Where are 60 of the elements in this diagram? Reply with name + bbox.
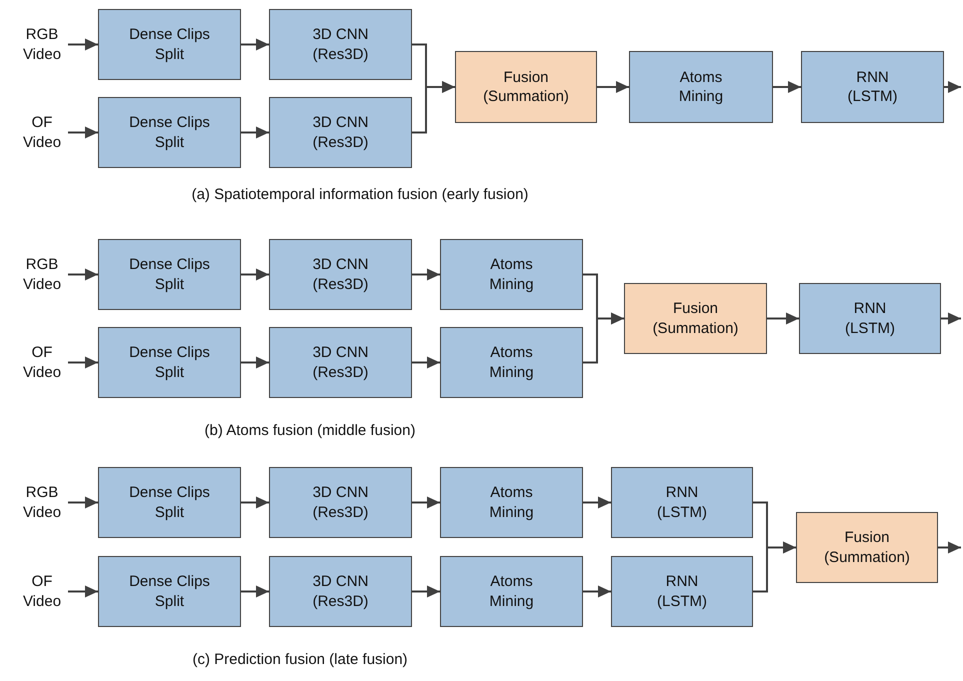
arrow — [241, 38, 269, 50]
arrow — [68, 496, 98, 508]
process-box: 3D CNN (Res3D) — [269, 97, 412, 168]
process-box: 3D CNN (Res3D) — [269, 556, 412, 627]
process-box: RNN (LSTM) — [801, 51, 944, 123]
arrow — [68, 586, 98, 598]
input-label: RGB Video — [16, 467, 68, 538]
arrow — [241, 586, 269, 598]
arrow — [241, 126, 269, 138]
arrow — [68, 126, 98, 138]
process-box: Atoms Mining — [440, 556, 583, 627]
caption: (b) Atoms fusion (middle fusion) — [204, 422, 416, 439]
process-box: Dense Clips Split — [98, 327, 241, 398]
arrow — [938, 542, 961, 554]
process-box: Dense Clips Split — [98, 9, 241, 80]
input-label: OF Video — [16, 327, 68, 398]
arrow — [773, 81, 801, 93]
fusion-box: Fusion (Summation) — [796, 512, 938, 583]
fusion-box: Fusion (Summation) — [455, 51, 597, 123]
arrow — [68, 268, 98, 280]
arrow — [753, 542, 796, 592]
input-label: RGB Video — [16, 239, 68, 310]
arrow — [941, 312, 961, 324]
arrow — [583, 312, 624, 364]
arrow — [583, 496, 611, 508]
process-box: RNN (LSTM) — [799, 283, 941, 354]
process-box: RNN (LSTM) — [611, 556, 753, 627]
arrow — [241, 356, 269, 368]
arrow — [412, 81, 455, 134]
input-label: OF Video — [16, 556, 68, 627]
process-box: Atoms Mining — [629, 51, 773, 123]
input-label: OF Video — [16, 97, 68, 168]
process-box: Atoms Mining — [440, 239, 583, 310]
process-box: Dense Clips Split — [98, 556, 241, 627]
caption: (c) Prediction fusion (late fusion) — [192, 651, 408, 668]
process-box: Dense Clips Split — [98, 239, 241, 310]
process-box: 3D CNN (Res3D) — [269, 9, 412, 80]
arrow — [944, 81, 961, 93]
process-box: Atoms Mining — [440, 327, 583, 398]
arrow — [412, 496, 440, 508]
process-box: 3D CNN (Res3D) — [269, 239, 412, 310]
arrow — [412, 268, 440, 280]
arrow — [767, 312, 799, 324]
arrow — [68, 38, 98, 50]
caption: (a) Spatiotemporal information fusion (early fusion) — [192, 186, 528, 203]
arrow — [68, 356, 98, 368]
process-box: RNN (LSTM) — [611, 467, 753, 538]
process-box: 3D CNN (Res3D) — [269, 467, 412, 538]
process-box: Dense Clips Split — [98, 467, 241, 538]
input-label: RGB Video — [16, 9, 68, 80]
arrow — [241, 268, 269, 280]
arrow — [597, 81, 629, 93]
fusion-box: Fusion (Summation) — [624, 283, 767, 354]
arrow — [583, 586, 611, 598]
process-box: Atoms Mining — [440, 467, 583, 538]
arrow — [241, 496, 269, 508]
process-box: Dense Clips Split — [98, 97, 241, 168]
process-box: 3D CNN (Res3D) — [269, 327, 412, 398]
arrow — [412, 586, 440, 598]
arrow — [412, 356, 440, 368]
